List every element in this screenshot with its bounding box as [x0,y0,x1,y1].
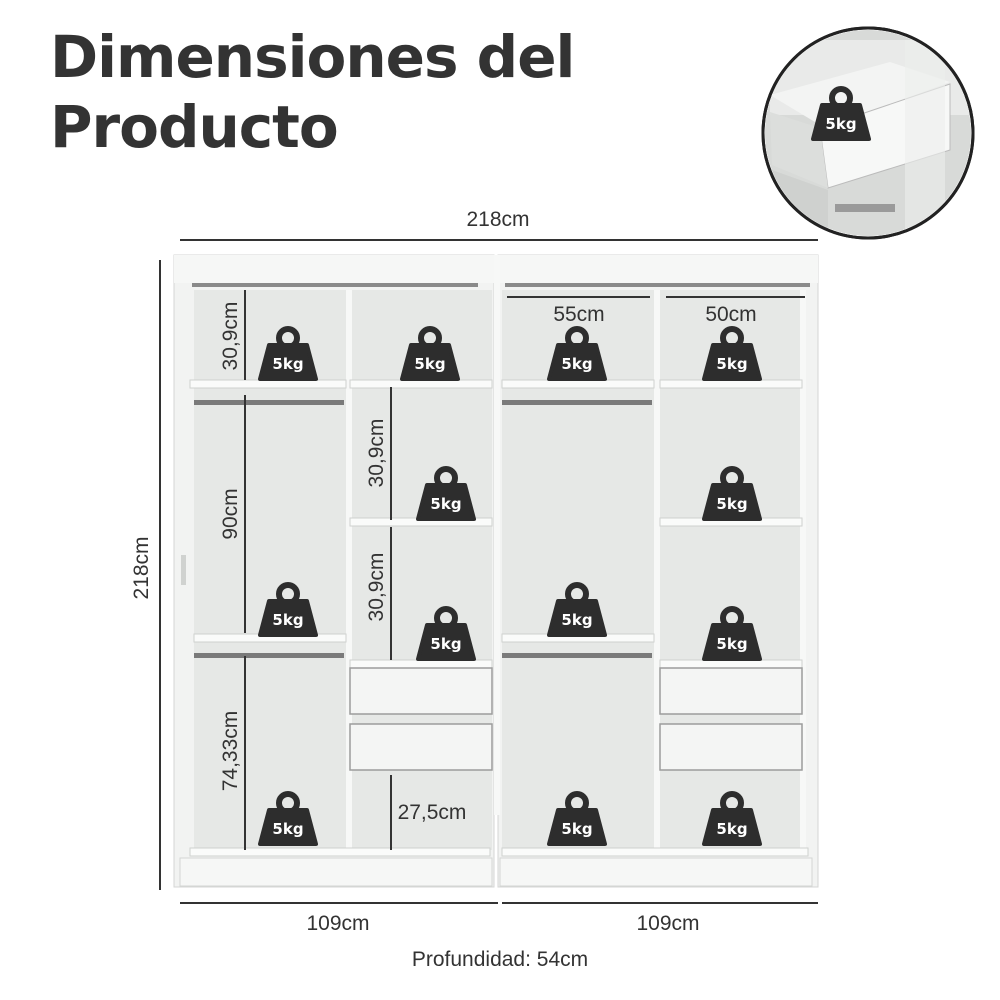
drawer-front [349,667,493,715]
page-title: Dimensiones del Producto [50,22,575,162]
middle-shelf-2-label: 30,9cm [365,553,388,622]
weight-label: 5kg [561,611,592,629]
divider-panel [800,290,806,850]
weight-icon: 5kg [813,89,869,139]
title-line-1: Dimensiones del [50,23,575,91]
weight-label: 5kg [561,820,592,838]
weight-label: 5kg [272,820,303,838]
hanging-rail [194,400,344,405]
weight-icon: 5kg [549,794,605,844]
hanging-rail [194,653,344,658]
left-top-panel [174,255,494,283]
hanging-rail [502,400,652,405]
weight-icon: 5kg [704,329,760,379]
weight-icon: 5kg [704,469,760,519]
drawer-front [659,667,803,715]
right-top-rail [505,283,810,287]
middle-shelf-1-label: 30,9cm [365,419,388,488]
divider-panel [654,290,660,850]
door-handle [181,555,186,585]
weight-label: 5kg [430,495,461,513]
shelf [659,659,803,669]
shelf [501,379,655,389]
left-width-label: 109cm [306,912,369,935]
total-height-label: 218cm [130,536,153,599]
weight-label: 5kg [716,635,747,653]
weight-label: 5kg [716,820,747,838]
drawer-detail-inset [761,26,975,240]
shelf [189,379,347,389]
weight-icon: 5kg [418,469,474,519]
weight-label: 5kg [430,635,461,653]
drawer-front [349,723,493,771]
weight-icon: 5kg [402,329,458,379]
bottom-space-label: 27,5cm [398,801,467,824]
weight-label: 5kg [825,115,856,133]
total-width-label: 218cm [466,208,529,231]
weight-icon: 5kg [418,609,474,659]
weight-icon: 5kg [260,329,316,379]
left-top-rail [192,283,478,287]
wardrobe-cabinet [173,254,819,888]
weight-icon: 5kg [704,609,760,659]
shelf [659,379,803,389]
dimension-lines [159,239,818,904]
top-shelf-height-label: 30,9cm [219,302,242,371]
weight-icon: 5kg [549,585,605,635]
weight-icon: 5kg [549,329,605,379]
drawer-front [659,723,803,771]
hanging-lower-label: 74,33cm [219,711,242,792]
shelf [349,379,493,389]
right-plinth [499,857,813,887]
divider-panel [494,255,500,815]
weight-icon: 5kg [704,794,760,844]
shelf [189,847,491,857]
weight-label: 5kg [716,355,747,373]
shelf [349,659,493,669]
right-top-panel [498,255,818,283]
left-plinth [179,857,493,887]
hanging-rail [502,653,652,658]
weight-icon: 5kg [260,585,316,635]
weight-icon: 5kg [260,794,316,844]
shelf [501,847,809,857]
weight-badges: 5kg 5kg 5kg 5kg 5kg 5kg 5kg 5kg 5kg 5kg 5kg 5kg 5kg 5… [260,89,869,844]
title-line-2: Producto [50,93,339,161]
dimension-labels: 218cm 218cm 109cm 109cm 30,9cm 90cm 74,3… [130,208,757,935]
right-width-label: 109cm [636,912,699,935]
weight-label: 5kg [272,611,303,629]
depth-label: Profundidad: 54cm [411,948,589,971]
weight-label: 5kg [716,495,747,513]
right-col-b-label: 50cm [705,303,756,326]
right-col-a-label: 55cm [553,303,604,326]
weight-label: 5kg [414,355,445,373]
divider-panel [346,290,352,850]
weight-label: 5kg [272,355,303,373]
hanging-upper-label: 90cm [219,488,242,539]
weight-label: 5kg [561,355,592,373]
